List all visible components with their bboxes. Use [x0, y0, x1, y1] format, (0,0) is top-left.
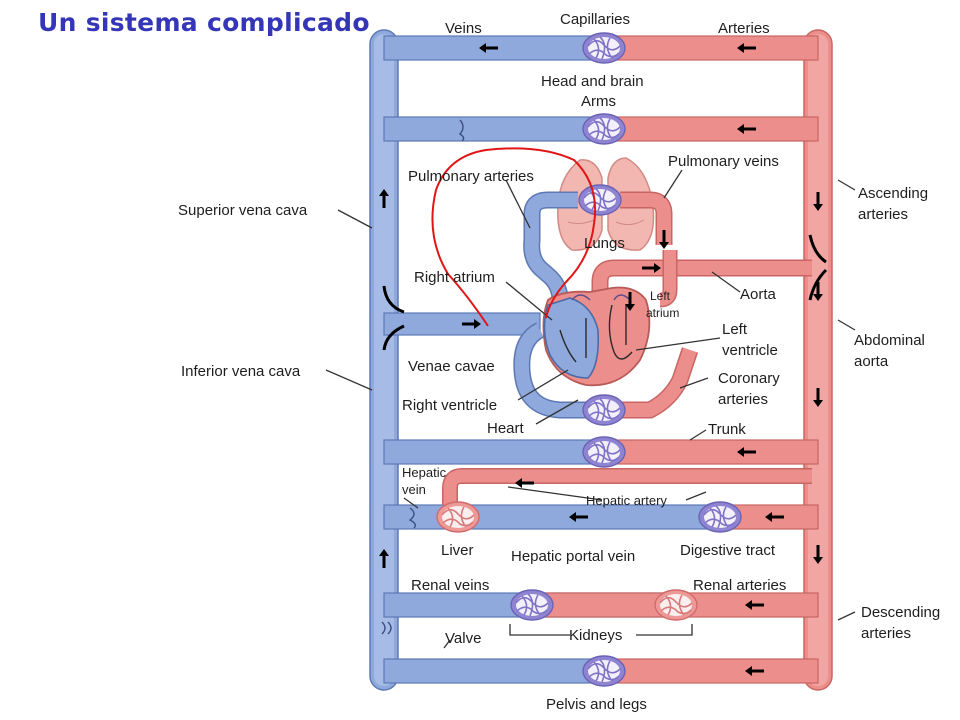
pulmonary-circuit [523, 191, 812, 340]
label-right-ventricle: Right ventricle [402, 397, 497, 414]
capillary-kidney-right [654, 589, 698, 621]
label-renal-arteries: Renal arteries [693, 577, 786, 594]
label-renal-veins: Renal veins [411, 577, 489, 594]
slide-title: Un sistema complicado [38, 8, 370, 37]
label-venae-cavae: Venae cavae [408, 358, 495, 375]
label-ascending-arteries-2: arteries [858, 206, 908, 223]
label-heart: Heart [487, 420, 525, 437]
label-veins: Veins [445, 20, 482, 37]
label-capillaries: Capillaries [560, 11, 630, 28]
label-superior-vena-cava: Superior vena cava [178, 202, 308, 219]
heart-illustration [542, 286, 651, 387]
label-left-ventricle-2: ventricle [722, 342, 778, 359]
label-pulmonary-veins: Pulmonary veins [668, 153, 779, 170]
label-left-atrium-2: atrium [646, 306, 679, 320]
label-hepatic-artery: Hepatic artery [586, 493, 667, 508]
label-inferior-vena-cava: Inferior vena cava [181, 363, 301, 380]
label-valve: Valve [445, 630, 481, 647]
leader-lines [325, 169, 856, 649]
label-ascending-arteries-1: Ascending [858, 185, 928, 202]
capillary-head-brain [582, 32, 626, 64]
capillary-liver [436, 501, 480, 533]
capillary-coronary [582, 394, 626, 426]
diagram-labels: Veins Capillaries Arteries Head and brai… [178, 11, 940, 713]
label-head-and-brain: Head and brain [541, 73, 644, 90]
label-hepatic-vein-1: Hepatic [402, 465, 447, 480]
label-right-atrium: Right atrium [414, 269, 495, 286]
label-left-atrium-1: Left [650, 289, 671, 303]
label-hepatic-vein-2: vein [402, 482, 426, 497]
label-liver: Liver [441, 542, 474, 559]
label-trunk: Trunk [708, 421, 746, 438]
capillary-kidney-left [510, 589, 554, 621]
capillary-pelvis-legs [582, 655, 626, 687]
loop-trunk [383, 439, 819, 465]
capillary-trunk [582, 436, 626, 468]
label-pulmonary-arteries: Pulmonary arteries [408, 168, 534, 185]
label-arteries: Arteries [718, 20, 770, 37]
label-hepatic-portal-vein: Hepatic portal vein [511, 548, 635, 565]
label-coronary-arteries-1: Coronary [718, 370, 780, 387]
label-descending-arteries-2: arteries [861, 625, 911, 642]
label-coronary-arteries-2: arteries [718, 391, 768, 408]
label-aorta: Aorta [740, 286, 777, 303]
loop-pelvis-legs [383, 658, 819, 684]
label-abdominal-aorta-1: Abdominal [854, 332, 925, 349]
label-kidneys: Kidneys [569, 627, 622, 644]
capillary-arms [582, 113, 626, 145]
label-abdominal-aorta-2: aorta [854, 353, 889, 370]
label-left-ventricle-1: Left [722, 321, 748, 338]
flow-arrows [377, 41, 828, 678]
label-pelvis-and-legs: Pelvis and legs [546, 696, 647, 713]
label-lungs: Lungs [584, 235, 625, 252]
label-arms: Arms [581, 93, 616, 110]
label-digestive-tract: Digestive tract [680, 542, 776, 559]
label-descending-arteries-1: Descending [861, 604, 940, 621]
capillary-lungs [578, 184, 622, 216]
capillary-digestive-tract [698, 501, 742, 533]
valves [381, 119, 465, 635]
red-annotation-loop [431, 147, 597, 327]
